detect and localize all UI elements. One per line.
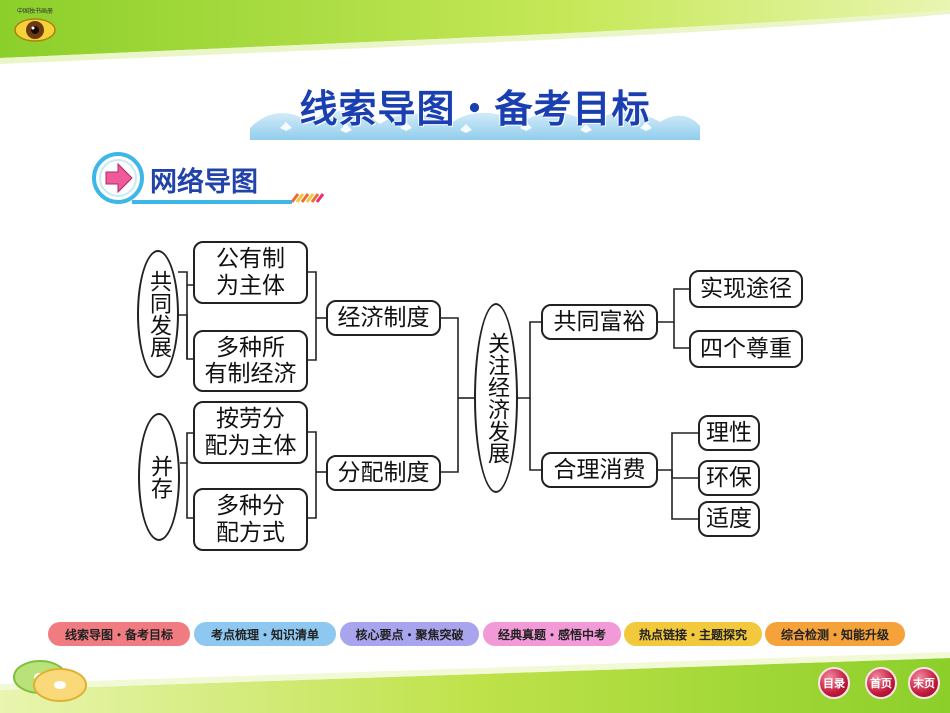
box-public-ownership: 公有制 为主体 xyxy=(193,241,308,304)
nav-pill-comprehensive-test[interactable]: 综合检测・知能升级 xyxy=(765,622,905,646)
catalog-button-label: 目录 xyxy=(823,677,845,690)
nav-pill-hot-links[interactable]: 热点链接・主题探究 xyxy=(624,622,762,646)
box-multi-distribution: 多种分 配方式 xyxy=(193,488,308,551)
cloud-decoration-icon xyxy=(250,110,700,140)
nav-pill-classic-exams-label: 经典真题・感悟中考 xyxy=(497,627,606,642)
logo-text: 中国独书画册 xyxy=(16,8,53,15)
cd-decoration-icon xyxy=(13,660,87,702)
bottom-green-band xyxy=(0,652,950,713)
ellipse-coexist-label: 并存 xyxy=(147,455,172,499)
nav-pill-knowledge-list[interactable]: 考点梳理・知识清单 xyxy=(194,622,336,646)
nav-pill-core-points[interactable]: 核心要点・聚焦突破 xyxy=(340,622,479,646)
nav-pill-comprehensive-test-label: 综合检测・知能升级 xyxy=(780,627,889,642)
box-common-prosperity-label: 共同富裕 xyxy=(553,308,646,335)
section-heading: 网络导图 xyxy=(92,150,342,212)
publisher-logo: 中国独书画册 xyxy=(6,6,64,46)
page-title: 线索导图・备考目标 xyxy=(299,87,651,131)
home-page-button[interactable]: 首页 xyxy=(865,667,897,699)
box-multi-distribution-line1: 多种分 xyxy=(216,493,285,520)
ellipse-common-development: 共同发展 xyxy=(137,250,179,378)
ellipse-economic-development: 关注经济发展 xyxy=(474,303,518,493)
box-rational: 理性 xyxy=(698,415,760,451)
eye-logo-icon xyxy=(14,18,56,42)
ellipse-economic-development-label: 关注经济发展 xyxy=(484,332,509,464)
box-distribution-system-label: 分配制度 xyxy=(337,459,430,486)
top-green-band xyxy=(0,0,950,64)
box-distribution-system: 分配制度 xyxy=(326,455,441,491)
ellipse-coexist: 并存 xyxy=(138,413,180,541)
section-title: 网络导图 xyxy=(150,167,258,198)
box-distribution-by-labor: 按劳分 配为主体 xyxy=(193,401,308,464)
box-four-respects-label: 四个尊重 xyxy=(700,335,792,362)
box-moderate: 适度 xyxy=(698,501,760,537)
ellipse-common-development-label: 共同发展 xyxy=(146,270,171,358)
box-public-ownership-line1: 公有制 xyxy=(216,246,285,273)
box-economic-system-label: 经济制度 xyxy=(337,304,430,331)
nav-pill-clue-map-label: 线索导图・备考目标 xyxy=(64,627,173,642)
home-page-button-label: 首页 xyxy=(870,677,892,690)
box-realization-path: 实现途径 xyxy=(689,270,803,308)
box-multi-ownership: 多种所 有制经济 xyxy=(193,330,308,392)
box-four-respects: 四个尊重 xyxy=(689,330,803,368)
box-distribution-by-labor-line2: 配为主体 xyxy=(204,432,297,459)
nav-pill-knowledge-list-label: 考点梳理・知识清单 xyxy=(210,627,319,642)
box-environmental-label: 环保 xyxy=(706,464,752,491)
nav-pill-core-points-label: 核心要点・聚焦突破 xyxy=(355,627,464,642)
box-realization-path-label: 实现途径 xyxy=(700,275,792,302)
box-distribution-by-labor-line1: 按劳分 xyxy=(216,406,285,433)
box-common-prosperity: 共同富裕 xyxy=(541,304,658,340)
box-environmental: 环保 xyxy=(698,460,760,496)
nav-pill-hot-links-label: 热点链接・主题探究 xyxy=(638,627,747,642)
last-page-button-label: 末页 xyxy=(913,677,935,690)
nav-pill-classic-exams[interactable]: 经典真题・感悟中考 xyxy=(483,622,621,646)
box-moderate-label: 适度 xyxy=(706,505,752,532)
box-economic-system: 经济制度 xyxy=(326,300,441,336)
box-rational-consumption-label: 合理消费 xyxy=(553,456,646,483)
last-page-button[interactable]: 末页 xyxy=(908,667,940,699)
box-multi-ownership-line2: 有制经济 xyxy=(204,361,297,387)
box-public-ownership-line2: 为主体 xyxy=(216,272,285,299)
box-multi-distribution-line2: 配方式 xyxy=(216,519,285,546)
page-title-banner: 线索导图・备考目标 xyxy=(250,70,700,140)
nav-pill-clue-map[interactable]: 线索导图・备考目标 xyxy=(48,622,190,646)
box-rational-label: 理性 xyxy=(706,419,752,446)
box-multi-ownership-line1: 多种所 xyxy=(216,334,285,361)
section-arrow-icon xyxy=(92,152,325,204)
catalog-button[interactable]: 目录 xyxy=(818,667,850,699)
box-rational-consumption: 合理消费 xyxy=(541,452,658,488)
